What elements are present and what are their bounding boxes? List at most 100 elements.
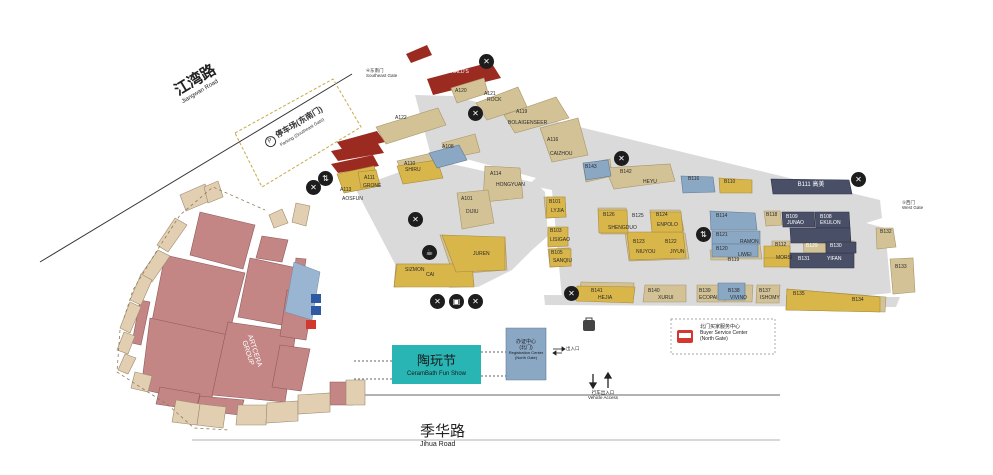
brand-vivino[interactable]: VIVINO [730,295,747,301]
red-halls [331,45,501,173]
hall-b138[interactable]: B138 [728,288,740,294]
brand-grone[interactable]: GRONE [363,183,382,189]
southeast-gate[interactable]: ④东南门 Southeast Gate [366,68,397,78]
brand-bolaigenseer[interactable]: BOLAIGENSEER [508,120,548,126]
west-gate-en: West Gate [902,205,924,210]
vehicle-access-cn: 行车出入口 [591,390,615,395]
hall-b131[interactable]: B131 [798,256,810,262]
buyer-service-box[interactable] [670,318,776,355]
hall-b126[interactable]: B126 [603,212,615,218]
brand-sanqiu[interactable]: SANQIU [553,258,573,264]
hall-b135[interactable]: B135 [793,291,805,297]
brand-hongyuan[interactable]: HONGYUAN [496,182,525,188]
brand-caizhou[interactable]: CAIZHOU [550,151,573,157]
hall-b140[interactable]: B140 [648,288,660,294]
brand-ishomy[interactable]: ISHOMY [760,295,780,301]
funshow-cn: 陶玩节 [416,353,456,368]
brand-ecopai[interactable]: ECOPAI [699,295,718,301]
brand-junao[interactable]: JUNAO [787,220,804,226]
hall-b137[interactable]: B137 [759,288,771,294]
hall-b109[interactable]: B109 [786,214,798,220]
hall-b118[interactable]: B118 [766,212,778,218]
brand-lyjia[interactable]: LYJIA [551,208,564,214]
hall-a111[interactable]: A111 [364,175,375,181]
brand-rock[interactable]: ROCK [487,97,502,103]
mustard-halls [336,159,881,313]
hall-a121[interactable]: A121 [484,91,496,97]
hall-b103[interactable]: B103 [550,228,562,234]
registration-en: Registration Center [508,350,544,355]
hall-b124[interactable]: B124 [656,212,668,218]
brand-shiru[interactable]: SHIRU [405,167,421,173]
hall-a120[interactable]: A120 [455,88,467,94]
hall-b101[interactable]: B101 [549,199,561,205]
brand-liwei[interactable]: LIWEI [738,252,752,258]
parking-zone[interactable] [234,78,362,188]
brand-shengduo[interactable]: SHENGDUO [608,225,637,231]
funshow-en: CeramBath Fun Show [406,371,467,377]
hall-b122[interactable]: B122 [665,239,677,245]
brand-ekulon[interactable]: EKULON [820,220,841,226]
west-gate[interactable]: ⑤西门 West Gate [902,200,923,210]
hall-b133[interactable]: B133 [895,264,907,270]
hall-b112[interactable]: B112 [775,242,787,248]
restaurant-icon-2: ✕ [468,106,483,121]
hall-b105[interactable]: B105 [551,250,563,256]
hall-b129[interactable]: B129 [806,243,818,249]
hall-a110[interactable]: A110 [404,161,416,167]
brand-niuyou[interactable]: NIUYOU [636,249,656,255]
hall-a116[interactable]: A116 [547,137,559,143]
funshow-label: 陶玩节 CeramBath Fun Show [392,350,481,377]
hall-b130[interactable]: B130 [830,243,842,249]
funshow-block[interactable] [392,345,481,384]
escalator-icon-2: ⇅ [696,227,711,242]
hall-b110[interactable]: B110 [724,179,736,185]
hall-a114[interactable]: A114 [490,171,502,177]
brand-ramon[interactable]: RAMON [740,239,759,245]
hall-a102-area[interactable]: SIZMON [405,267,425,273]
brand-dijiu[interactable]: DIJIU [466,209,479,215]
hall-b125[interactable]: B125 [632,213,644,219]
hall-b120[interactable]: B120 [716,246,728,252]
brand-heyu[interactable]: HEYU [643,179,657,185]
hall-b142[interactable]: B142 [620,169,632,175]
brand-lisigao[interactable]: LISIGAO [550,237,571,243]
brand-aosfun[interactable]: AOSFUN [342,196,363,202]
hall-b141[interactable]: B141 [591,288,603,294]
registration-cn: 办证中心 [515,339,536,345]
hall-b132[interactable]: B132 [880,229,892,235]
hall-a101[interactable]: A101 [461,196,473,202]
hall-b121[interactable]: B121 [716,232,728,238]
southeast-gate-cn: ④东南门 [366,68,384,73]
entry-arrow-icon [552,346,566,356]
hall-b111[interactable]: B111 高美 [797,182,825,188]
brand-cai[interactable]: CAI [426,272,435,278]
brand-xurui[interactable]: XURUI [658,295,674,301]
hall-b116[interactable]: B116 [688,176,700,182]
brand-enpolo[interactable]: ENPOLO [657,222,678,228]
brand-jiyun[interactable]: JIYUN [670,249,685,255]
side-strip [284,261,321,329]
hall-b134[interactable]: B134 [852,297,864,303]
hall-a122[interactable]: A122 [395,115,407,121]
elevator-icon: ▣ [449,294,464,309]
coffee-icon: ☕ [422,245,437,260]
hall-b123[interactable]: B123 [633,239,645,245]
brand-juren[interactable]: JUREN [473,251,490,257]
brand-morsi[interactable]: MORSI [776,255,793,261]
hall-b119[interactable]: B119 [728,257,740,263]
perimeter-halls [116,180,366,429]
hall-b114[interactable]: B114 [716,213,728,219]
hall-a113[interactable]: A113 [340,187,352,193]
restaurant-icon-4: ✕ [851,172,866,187]
hall-a108[interactable]: A108 [442,144,454,150]
vehicle-access-label: 行车出入口 Vehicle Access [588,390,618,400]
jihua-road-en: Jihua Road [420,441,456,448]
brand-hejia[interactable]: HEJIA [598,295,613,301]
hall-b108[interactable]: B108 [820,214,832,220]
hall-b139[interactable]: B139 [699,288,711,294]
hall-b143[interactable]: B143 [585,164,597,170]
brand-mcdonalds[interactable]: McDONALD'S [437,69,469,75]
hall-a119[interactable]: A119 [516,109,528,115]
brand-yifan[interactable]: YIFAN [827,256,842,262]
